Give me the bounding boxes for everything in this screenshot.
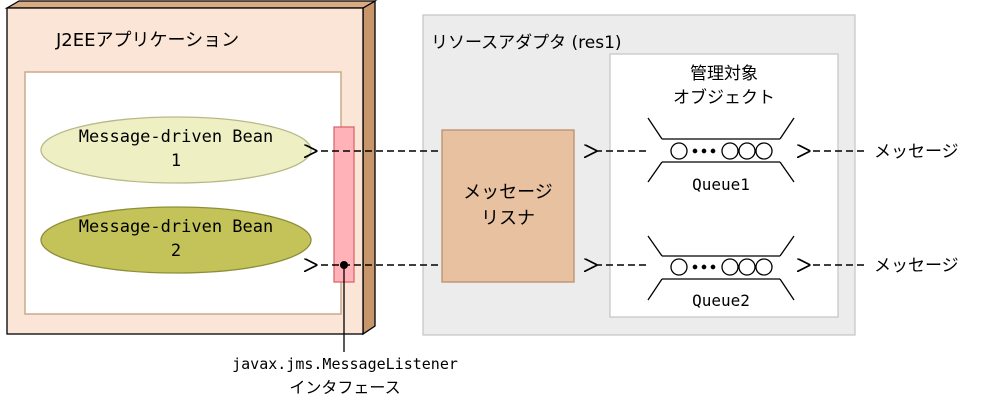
j2ee-box-side xyxy=(362,0,376,336)
incoming-message-1-label: メッセージ xyxy=(874,142,959,162)
queue-2-label: Queue2 xyxy=(692,291,750,310)
interface-label: javax.jms.MessageListener インタフェース xyxy=(232,355,458,397)
bean-2-shape xyxy=(40,206,312,274)
queue-2-icon xyxy=(647,235,795,301)
j2ee-application-title: J2EEアプリケーション xyxy=(56,30,240,51)
queue-1-label: Queue1 xyxy=(692,175,750,194)
resource-adapter-title: リソースアダプタ (res1) xyxy=(431,33,622,53)
admin-objects-title: 管理対象 オブジェクト xyxy=(673,64,775,108)
j2ee-inner-container xyxy=(24,71,342,315)
incoming-message-2-label: メッセージ xyxy=(874,256,959,276)
bean-2-label: Message-driven Bean 2 xyxy=(78,217,274,261)
message-listener-label: メッセージ リスナ xyxy=(463,182,553,229)
queue-1-icon xyxy=(647,117,795,183)
message-listener-box xyxy=(441,129,575,283)
j2ee-box-top xyxy=(4,0,378,9)
bean-1-label: Message-driven Bean 1 xyxy=(78,127,274,171)
j2ee-application-box xyxy=(4,0,378,336)
